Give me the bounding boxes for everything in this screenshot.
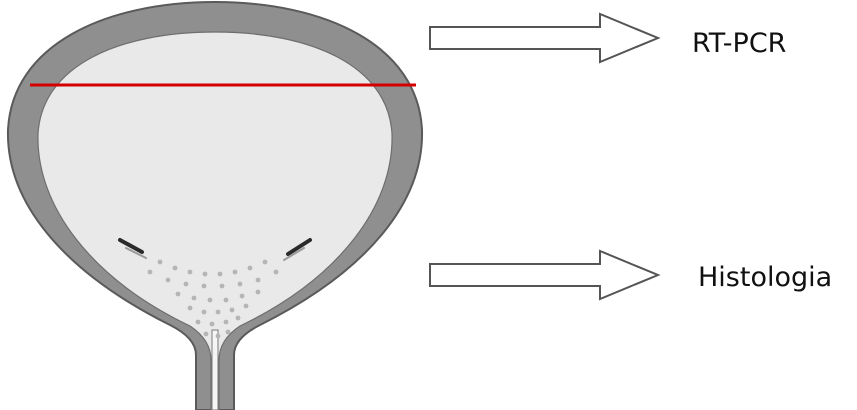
arrow-to-histologia [430,251,658,299]
trigone-dot [236,316,241,321]
trigone-dot [210,322,215,327]
trigone-dot [184,282,189,287]
trigone-dot [216,310,221,315]
trigone-dot [238,282,243,287]
trigone-dot [256,278,261,283]
trigone-dot [173,266,178,271]
trigone-dot [248,266,253,271]
trigone-dot [202,310,207,315]
trigone-dot [204,332,209,337]
trigone-dot [263,260,268,265]
trigone-dot [226,330,231,335]
trigone-dot [202,284,207,289]
trigone-dot [230,308,235,313]
trigone-dot [220,284,225,289]
histologia-label: Histologia [698,264,832,291]
trigone-dot [216,334,221,339]
trigone-dot [256,290,261,295]
trigone-dot [224,298,229,303]
trigone-dot [188,306,193,311]
trigone-dot [158,260,163,265]
trigone-dot [244,304,249,309]
arrow-to-rtpcr [430,14,658,62]
trigone-dot [196,320,201,325]
trigone-dot [188,270,193,275]
trigone-dot [224,320,229,325]
rtpcr-label: RT-PCR [692,30,786,57]
trigone-dot [218,272,223,277]
trigone-dot [203,272,208,277]
trigone-dot [274,270,279,275]
trigone-dot [208,298,213,303]
trigone-dot [233,270,238,275]
trigone-dot [166,278,171,283]
trigone-dot [148,270,153,275]
urethra-channel [212,330,218,410]
trigone-dot [240,294,245,299]
trigone-dot [176,292,181,297]
trigone-dot [192,296,197,301]
